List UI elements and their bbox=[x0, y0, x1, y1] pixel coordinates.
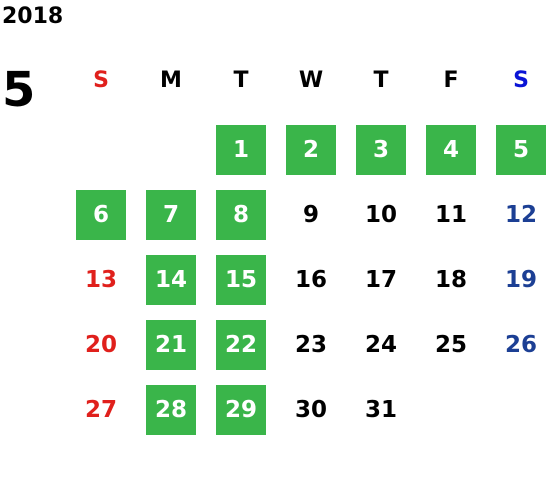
day-cell-30[interactable]: 30 bbox=[294, 397, 327, 423]
day-cell-12[interactable]: 12 bbox=[504, 202, 537, 228]
day-cell-4[interactable]: 4 bbox=[426, 125, 476, 175]
day-cell-1[interactable]: 1 bbox=[216, 125, 266, 175]
day-cell-6[interactable]: 6 bbox=[76, 190, 126, 240]
weekday-header-tuesday: T bbox=[233, 68, 249, 93]
day-cell-29[interactable]: 29 bbox=[216, 385, 266, 435]
day-cell-18[interactable]: 18 bbox=[434, 267, 467, 293]
day-cell-14[interactable]: 14 bbox=[146, 255, 196, 305]
weekday-header-friday: F bbox=[443, 68, 459, 93]
day-cell-9[interactable]: 9 bbox=[302, 202, 319, 228]
year-label: 2018 bbox=[2, 4, 64, 29]
weekday-header-wednesday: W bbox=[298, 68, 324, 93]
day-cell-27[interactable]: 27 bbox=[84, 397, 117, 423]
month-number: 5 bbox=[2, 62, 36, 118]
day-cell-31[interactable]: 31 bbox=[364, 397, 397, 423]
day-cell-25[interactable]: 25 bbox=[434, 332, 467, 358]
day-cell-7[interactable]: 7 bbox=[146, 190, 196, 240]
day-cell-28[interactable]: 28 bbox=[146, 385, 196, 435]
day-cell-19[interactable]: 19 bbox=[504, 267, 537, 293]
day-cell-20[interactable]: 20 bbox=[84, 332, 117, 358]
day-cell-11[interactable]: 11 bbox=[434, 202, 467, 228]
day-cell-5[interactable]: 5 bbox=[496, 125, 546, 175]
weekday-header-sunday: S bbox=[93, 68, 109, 93]
day-cell-8[interactable]: 8 bbox=[216, 190, 266, 240]
weekday-header-thursday: T bbox=[373, 68, 389, 93]
day-cell-15[interactable]: 15 bbox=[216, 255, 266, 305]
day-cell-26[interactable]: 26 bbox=[504, 332, 537, 358]
day-cell-13[interactable]: 13 bbox=[84, 267, 117, 293]
weekday-header-monday: M bbox=[160, 68, 182, 93]
day-cell-24[interactable]: 24 bbox=[364, 332, 397, 358]
weekday-header-saturday: S bbox=[513, 68, 529, 93]
day-cell-10[interactable]: 10 bbox=[364, 202, 397, 228]
day-cell-2[interactable]: 2 bbox=[286, 125, 336, 175]
day-cell-17[interactable]: 17 bbox=[364, 267, 397, 293]
day-cell-23[interactable]: 23 bbox=[294, 332, 327, 358]
day-cell-21[interactable]: 21 bbox=[146, 320, 196, 370]
day-cell-22[interactable]: 22 bbox=[216, 320, 266, 370]
day-cell-3[interactable]: 3 bbox=[356, 125, 406, 175]
day-cell-16[interactable]: 16 bbox=[294, 267, 327, 293]
